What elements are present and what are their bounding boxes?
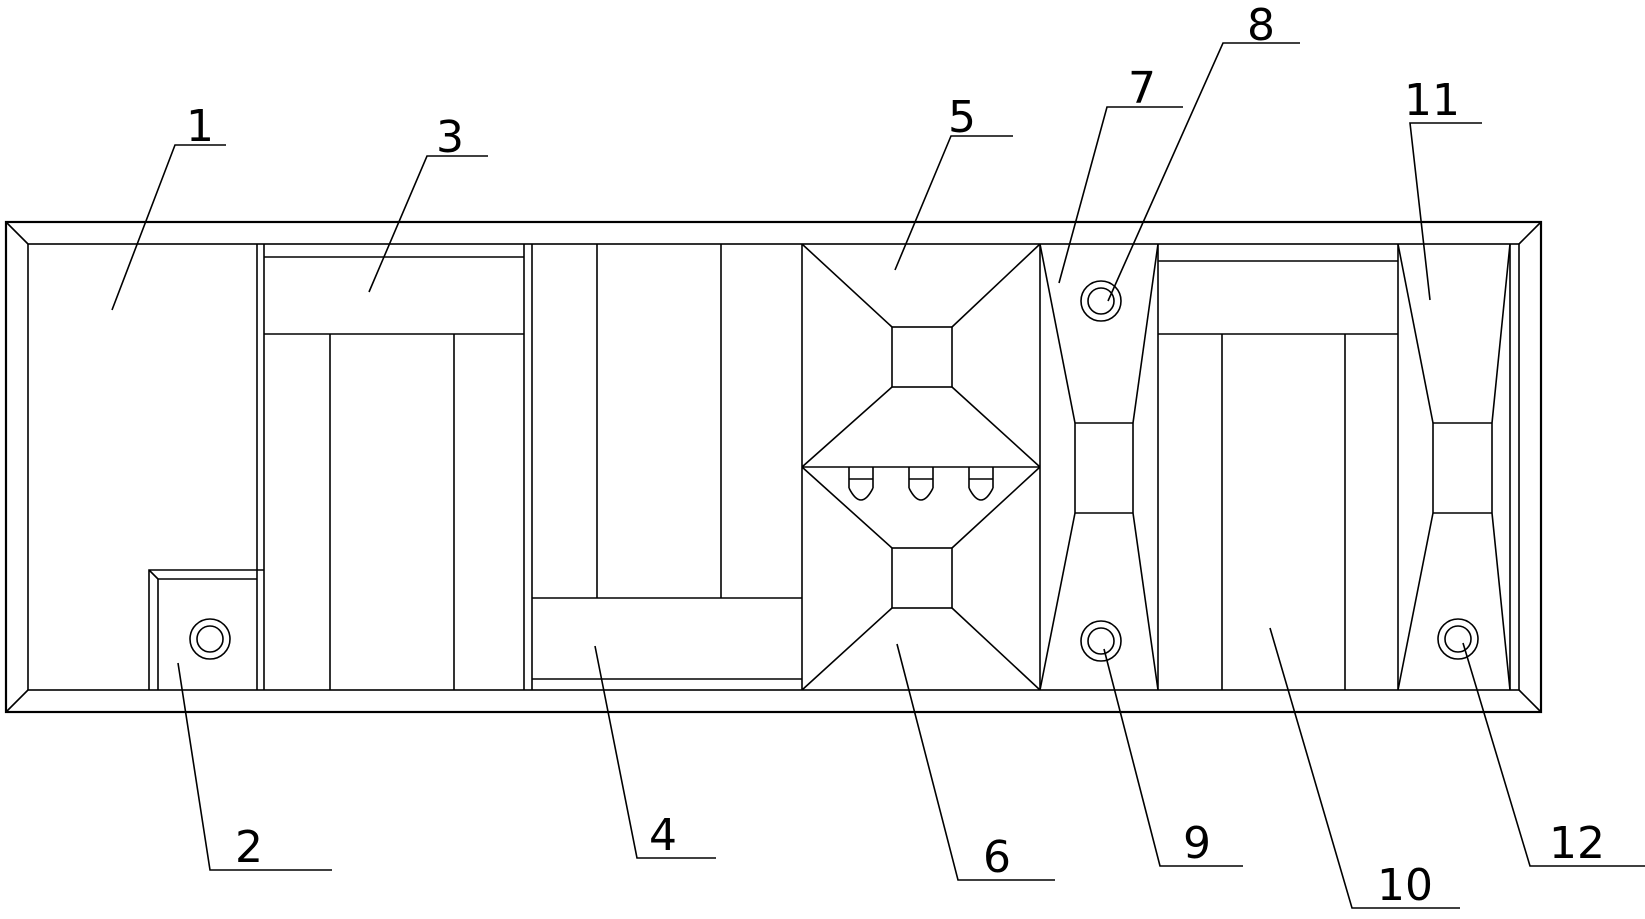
spray-chamber-5-6 <box>801 243 1041 691</box>
port-9 <box>1080 620 1122 662</box>
port-8 <box>1080 280 1122 322</box>
venturi-7 <box>1039 243 1159 691</box>
label-10: 10 <box>1377 860 1433 911</box>
filter-3 <box>264 244 533 690</box>
leader-12 <box>1462 642 1645 867</box>
leader-4 <box>594 645 716 859</box>
label-6: 6 <box>983 832 1011 883</box>
filter-10 <box>1158 244 1399 690</box>
leader-2 <box>177 662 332 871</box>
leader-1 <box>111 144 226 311</box>
label-3: 3 <box>436 112 464 163</box>
leader-10 <box>1269 627 1460 909</box>
leader-3 <box>368 155 488 293</box>
housing-frame <box>4 220 1543 714</box>
leader-6 <box>896 643 1055 881</box>
chamber-1 <box>256 244 265 690</box>
leader-lines <box>111 42 1645 909</box>
leader-7 <box>1058 106 1183 284</box>
leader-9 <box>1103 648 1243 867</box>
label-2: 2 <box>235 822 263 873</box>
leader-5 <box>894 135 1013 271</box>
port-12 <box>1437 618 1479 660</box>
label-1: 1 <box>186 101 214 152</box>
component-2-box <box>148 569 264 690</box>
label-7: 7 <box>1128 63 1156 114</box>
label-8: 8 <box>1247 0 1275 51</box>
filter-4 <box>532 244 803 690</box>
label-4: 4 <box>649 810 677 861</box>
leader-8 <box>1107 42 1300 302</box>
leader-11 <box>1409 122 1482 301</box>
label-9: 9 <box>1183 818 1211 869</box>
label-12: 12 <box>1549 818 1605 869</box>
venturi-11 <box>1397 243 1511 691</box>
label-5: 5 <box>948 92 976 143</box>
label-11: 11 <box>1404 75 1460 126</box>
nozzle-row <box>848 467 994 501</box>
reference-labels: 1 2 3 4 5 6 7 8 9 10 11 12 <box>186 0 1605 911</box>
